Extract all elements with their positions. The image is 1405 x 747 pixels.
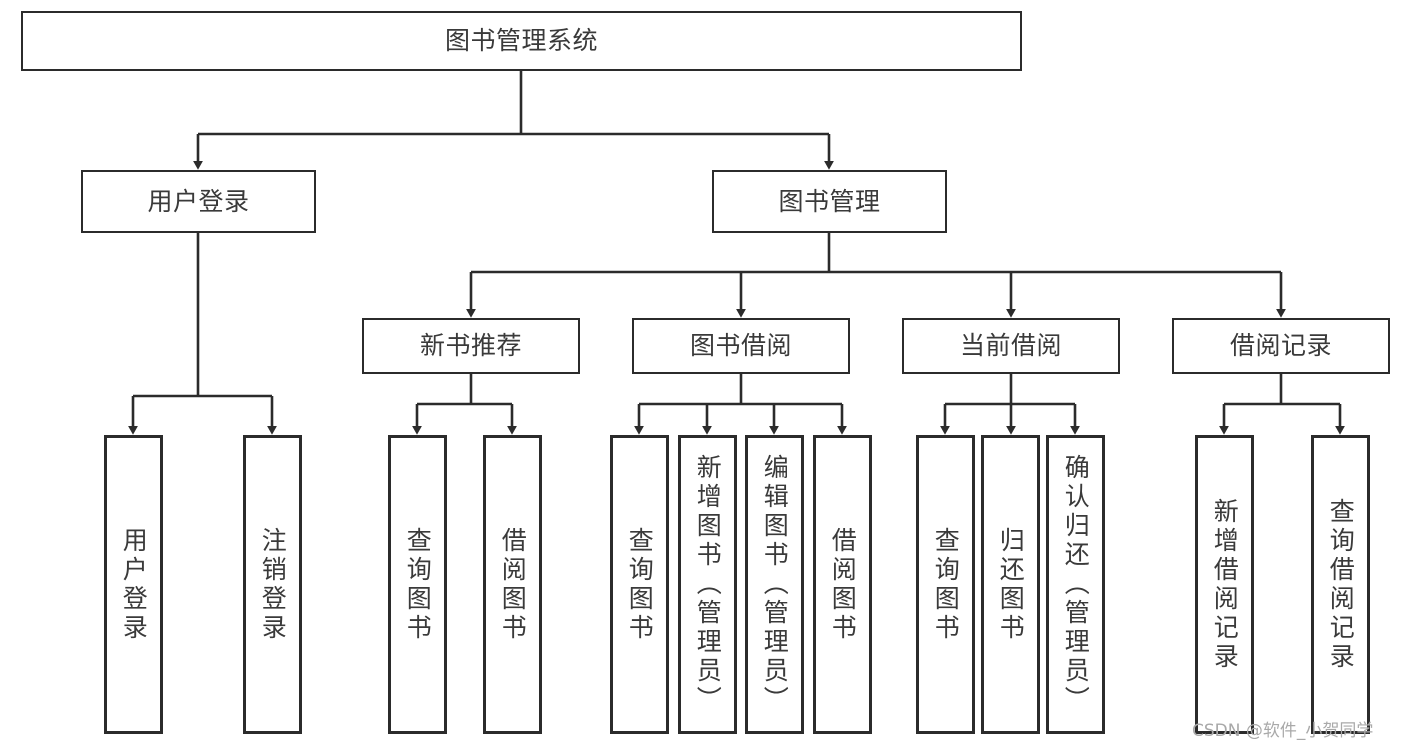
node-label: 新增图书（管理员） [693,454,723,715]
leaf-query-borrow-record[interactable]: 查询借阅记录 [1311,435,1370,734]
leaf-borrow-book[interactable]: 借阅图书 [813,435,872,734]
node-label: 新书推荐 [419,331,522,360]
node-label: 用户登录 [147,186,250,216]
node-label: 编辑图书（管理员） [760,454,790,715]
watermark: CSDN @软件_小贺同学 [1192,721,1374,741]
node-label: 新增借阅记录 [1210,497,1240,672]
node-label: 图书借阅 [689,331,792,360]
node-label: 图书管理系统 [444,26,598,55]
node-label: 注销登录 [258,526,288,643]
node-label: 查询图书 [625,526,655,643]
node-label: 借阅记录 [1229,331,1332,360]
node-label: 确认归还（管理员） [1061,454,1091,715]
leaf-query-book-new-recommend[interactable]: 查询图书 [388,435,447,734]
node-borrowing-record[interactable]: 借阅记录 [1172,318,1390,374]
node-label: 用户登录 [119,526,149,643]
node-new-book-recommendation[interactable]: 新书推荐 [362,318,580,374]
leaf-add-borrow-record[interactable]: 新增借阅记录 [1195,435,1254,734]
leaf-confirm-return-admin[interactable]: 确认归还（管理员） [1046,435,1105,734]
node-label: 查询借阅记录 [1326,497,1356,672]
node-user-login[interactable]: 用户登录 [81,170,316,233]
leaf-return-book[interactable]: 归还图书 [981,435,1040,734]
leaf-query-book-current[interactable]: 查询图书 [916,435,975,734]
leaf-borrow-book-new-recommend[interactable]: 借阅图书 [483,435,542,734]
leaf-query-book-borrow[interactable]: 查询图书 [610,435,669,734]
node-root-book-management-system[interactable]: 图书管理系统 [21,11,1022,71]
node-label: 借阅图书 [828,526,858,643]
leaf-logout[interactable]: 注销登录 [243,435,302,734]
node-label: 图书管理 [778,186,881,216]
leaf-user-login[interactable]: 用户登录 [104,435,163,734]
node-label: 归还图书 [996,526,1026,643]
node-current-borrowing[interactable]: 当前借阅 [902,318,1120,374]
node-label: 查询图书 [403,526,433,643]
leaf-add-book-admin[interactable]: 新增图书（管理员） [678,435,737,734]
node-label: 借阅图书 [498,526,528,643]
node-label: 当前借阅 [959,331,1062,360]
leaf-edit-book-admin[interactable]: 编辑图书（管理员） [745,435,804,734]
node-label: 查询图书 [931,526,961,643]
node-book-management[interactable]: 图书管理 [712,170,947,233]
node-book-borrowing[interactable]: 图书借阅 [632,318,850,374]
